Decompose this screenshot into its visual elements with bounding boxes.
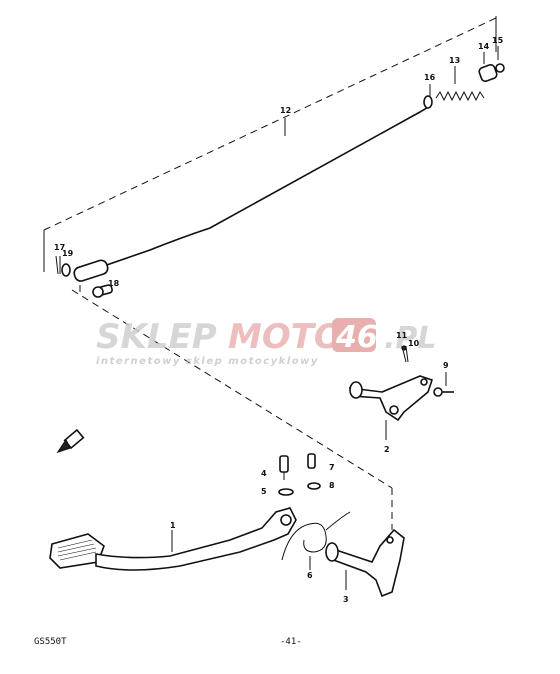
bolt-9	[433, 372, 454, 397]
label-part-13: 13	[449, 56, 460, 65]
brake-pedal	[49, 507, 297, 571]
label-part-16: 16	[424, 73, 436, 82]
rear-brake-lever	[348, 375, 434, 440]
label-part-12: 12	[280, 106, 291, 115]
label-part-1: 1	[170, 521, 176, 530]
label-part-14: 14	[478, 42, 490, 51]
bolt-7	[307, 453, 316, 469]
label-part-8: 8	[329, 481, 335, 490]
label-part-10: 10	[408, 339, 420, 348]
bolt-4	[279, 455, 289, 480]
watermark-brand-mid: MOTO	[228, 317, 343, 357]
rod-spring	[435, 66, 485, 102]
label-part-4: 4	[261, 469, 267, 478]
label-part-6: 6	[307, 571, 313, 580]
label-part-19: 19	[62, 249, 74, 258]
label-part-5: 5	[261, 487, 267, 496]
watermark-domain: .PL	[384, 321, 437, 356]
model-code: GS550T	[34, 637, 67, 647]
washer-5	[278, 488, 294, 496]
front-arrow-icon	[56, 428, 85, 454]
diagram-frame	[43, 16, 497, 530]
page-number: -41-	[280, 637, 302, 647]
brake-rod	[97, 105, 431, 269]
label-part-2: 2	[384, 445, 390, 454]
return-spring	[281, 511, 351, 570]
label-part-17: 17	[54, 243, 65, 252]
watermark-brand-right: 46	[335, 320, 378, 355]
cotter-pin-10	[401, 345, 409, 363]
washer-16	[423, 84, 433, 109]
adjuster-nut	[478, 46, 505, 82]
part-labels: 1 2 3 4 5 6 7 8 9 10 11 12 13 14 15 16 1…	[54, 36, 504, 604]
label-part-9: 9	[443, 361, 449, 370]
watermark: SKLEP MOTO 46 .PL internetowy sklep moto…	[96, 317, 437, 367]
pedal-shaft	[325, 528, 405, 598]
watermark-brand-left: SKLEP	[96, 317, 217, 357]
clevis-pin-18	[92, 284, 113, 298]
label-part-11: 11	[396, 331, 408, 340]
washer-8	[307, 482, 321, 490]
rod-end-clevis	[55, 255, 109, 282]
watermark-tagline: internetowy sklep motocyklowy	[96, 356, 319, 367]
watermark-badge	[332, 318, 376, 352]
label-part-15: 15	[492, 36, 504, 45]
label-part-7: 7	[329, 463, 335, 472]
label-part-18: 18	[108, 279, 120, 288]
label-part-3: 3	[343, 595, 349, 604]
